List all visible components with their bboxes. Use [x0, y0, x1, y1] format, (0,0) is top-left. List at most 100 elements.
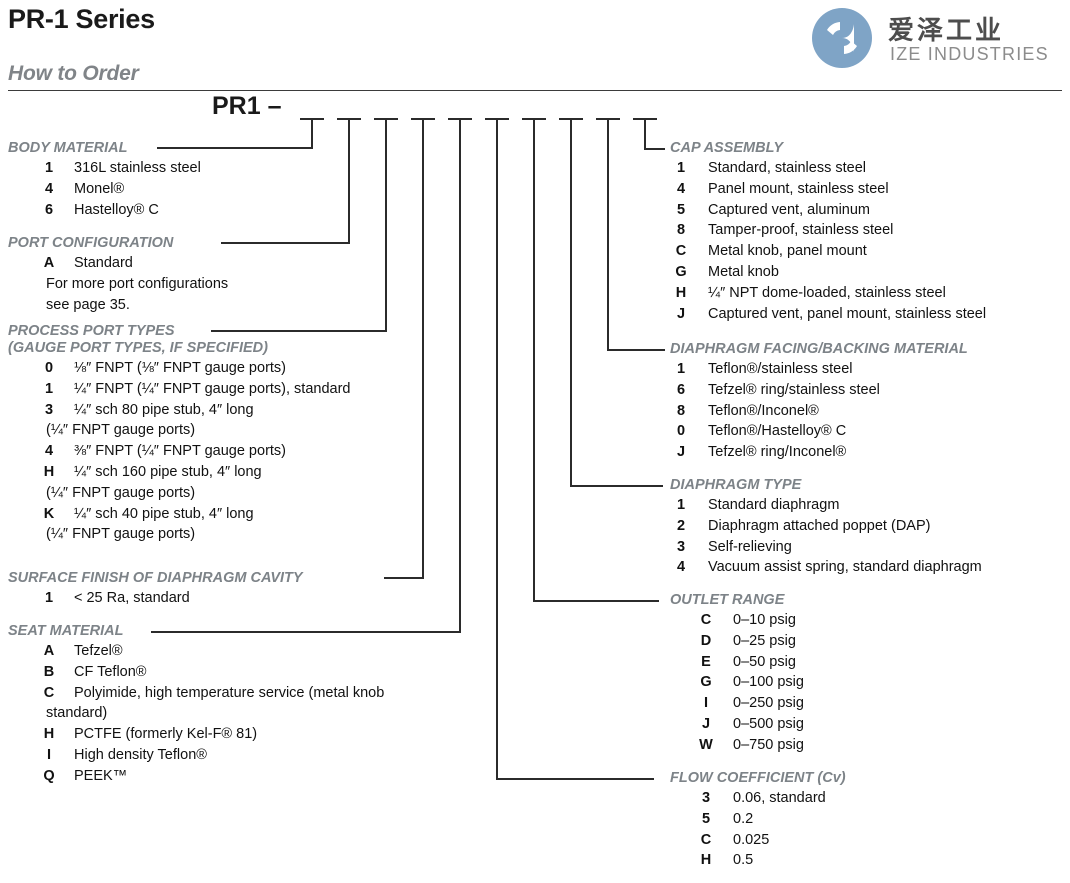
section-note-line-2: see page 35.: [46, 296, 130, 313]
option-desc-continuation: (¼″ FNPT gauge ports): [46, 484, 196, 501]
option-desc: ¼″ sch 80 pipe stub, 4″ long: [74, 401, 254, 418]
option-code: 3: [701, 790, 711, 806]
option-code: 1: [676, 497, 686, 513]
option-row: C Polyimide, high temperature service (m…: [8, 683, 385, 704]
option-desc: 0–50 psig: [733, 653, 796, 670]
option-code: 2: [676, 517, 686, 534]
option-row: D 0–25 psig: [610, 631, 804, 652]
section-heading: FLOW COEFFICIENT (Cv): [670, 770, 846, 786]
section-heading: PROCESS PORT TYPES: [8, 323, 175, 339]
option-row: H ¼″ NPT dome-loaded, stainless steel: [610, 283, 986, 304]
option-desc: 0.2: [733, 810, 754, 827]
option-row: 1 Teflon®/stainless steel: [610, 359, 968, 380]
option-desc: PEEK™: [74, 767, 128, 784]
option-desc: Diaphragm attached poppet (DAP): [708, 517, 931, 534]
option-desc: 0.5: [733, 852, 754, 869]
option-desc: Metal knob: [708, 263, 779, 280]
option-code: 3: [676, 538, 686, 555]
option-code: 6: [44, 201, 54, 218]
option-row: H 0.5: [610, 850, 846, 871]
option-code: 1: [676, 160, 686, 176]
option-code: 6: [676, 381, 686, 398]
option-desc: 0–25 psig: [733, 632, 796, 649]
option-desc: Teflon®/Hastelloy® C: [708, 423, 847, 440]
option-code: E: [701, 653, 711, 670]
option-row: 0 ⅛″ FNPT (⅛″ FNPT gauge ports): [8, 358, 350, 379]
option-row: 4 Panel mount, stainless steel: [610, 179, 986, 200]
option-row: E 0–50 psig: [610, 652, 804, 673]
option-code: 1: [676, 361, 686, 377]
option-code: C: [43, 684, 55, 701]
option-row: C 0–10 psig: [610, 610, 804, 631]
section-heading: BODY MATERIAL: [8, 140, 128, 156]
option-row: Q PEEK™: [8, 766, 384, 787]
option-desc: ¼″ sch 40 pipe stub, 4″ long: [74, 505, 254, 522]
option-row: C 0.025: [610, 830, 846, 851]
option-desc: < 25 Ra, standard: [74, 590, 190, 606]
part-number-prefix: PR1 –: [212, 92, 282, 120]
option-desc: Tefzel® ring/Inconel®: [708, 444, 847, 461]
option-row: 6 Tefzel® ring/stainless steel: [610, 380, 968, 401]
option-row: G Metal knob: [610, 262, 986, 283]
option-list: 3 0.06, standard 5 0.2 C 0.025 H 0.5: [610, 788, 846, 871]
option-list: 1 < 25 Ra, standard: [8, 588, 303, 609]
option-desc-continuation: standard): [46, 705, 108, 722]
section-process-port-types: PROCESS PORT TYPES (GAUGE PORT TYPES, IF…: [8, 323, 350, 545]
option-row: 5 0.2: [610, 809, 846, 830]
logo-chinese-name: 爱泽工业: [888, 15, 1005, 45]
option-row: J Captured vent, panel mount, stainless …: [610, 304, 986, 325]
option-code: 4: [44, 180, 54, 197]
option-desc: ¼″ FNPT (¼″ FNPT gauge ports), standard: [74, 380, 351, 397]
section-body-material: BODY MATERIAL 1 316L stainless steel 4 M…: [8, 140, 201, 220]
option-code: C: [700, 612, 712, 628]
option-desc: Teflon®/stainless steel: [708, 361, 853, 377]
option-row: I 0–250 psig: [610, 693, 804, 714]
option-code: 5: [701, 810, 711, 827]
option-row: A Tefzel®: [8, 641, 384, 662]
option-desc: High density Teflon®: [74, 746, 207, 763]
option-list: 1 Standard diaphragm 2 Diaphragm attache…: [610, 495, 982, 578]
option-desc: PCTFE (formerly Kel-F® 81): [74, 726, 258, 743]
option-code: C: [675, 243, 687, 260]
option-code: 4: [44, 443, 54, 460]
option-row: H ¼″ sch 160 pipe stub, 4″ long: [8, 462, 350, 483]
option-row: 6 Hastelloy® C: [8, 200, 201, 221]
section-surface-finish: SURFACE FINISH OF DIAPHRAGM CAVITY 1 < 2…: [8, 570, 303, 609]
section-heading: CAP ASSEMBLY: [670, 140, 784, 156]
section-heading: PORT CONFIGURATION: [8, 235, 174, 251]
option-code: A: [43, 255, 55, 271]
section-heading: SEAT MATERIAL: [8, 623, 124, 639]
section-port-configuration: PORT CONFIGURATION A Standard For more p…: [8, 235, 228, 315]
option-row: 0 Teflon®/Hastelloy® C: [610, 421, 968, 442]
option-row: 1 Standard diaphragm: [610, 495, 982, 516]
option-code: 8: [676, 402, 686, 419]
option-row: I High density Teflon®: [8, 745, 384, 766]
option-desc: Teflon®/Inconel®: [708, 402, 819, 419]
section-heading: OUTLET RANGE: [670, 592, 785, 608]
option-desc: Panel mount, stainless steel: [708, 180, 889, 197]
logo-english-name: IZE INDUSTRIES: [890, 44, 1049, 64]
option-row: 3 Self-relieving: [610, 537, 982, 558]
option-code: B: [43, 663, 55, 680]
option-desc: 0.06, standard: [733, 790, 826, 806]
option-list: 0 ⅛″ FNPT (⅛″ FNPT gauge ports) 1 ¼″ FNP…: [8, 358, 351, 545]
option-code: J: [701, 715, 711, 732]
option-desc: 0–250 psig: [733, 695, 804, 712]
option-desc: Standard: [74, 255, 133, 271]
option-desc: Standard, stainless steel: [708, 160, 866, 176]
option-desc: Monel®: [74, 180, 125, 197]
option-desc: Self-relieving: [708, 538, 792, 555]
section-heading: DIAPHRAGM FACING/BACKING MATERIAL: [670, 341, 968, 357]
option-row: 5 Captured vent, aluminum: [610, 200, 986, 221]
section-diaphragm-facing-backing: DIAPHRAGM FACING/BACKING MATERIAL 1 Tefl…: [610, 341, 968, 463]
option-desc: 0.025: [733, 831, 770, 848]
section-heading: SURFACE FINISH OF DIAPHRAGM CAVITY: [8, 570, 303, 586]
option-desc: Hastelloy® C: [74, 201, 159, 218]
option-row: K ¼″ sch 40 pipe stub, 4″ long: [8, 504, 350, 525]
section-seat-material: SEAT MATERIAL A Tefzel® B CF Teflon® C P…: [8, 623, 384, 787]
option-row: 1 ¼″ FNPT (¼″ FNPT gauge ports), standar…: [8, 379, 351, 400]
option-row: 8 Teflon®/Inconel®: [610, 401, 968, 422]
option-row: W 0–750 psig: [610, 735, 804, 756]
section-diaphragm-type: DIAPHRAGM TYPE 1 Standard diaphragm 2 Di…: [610, 477, 982, 578]
